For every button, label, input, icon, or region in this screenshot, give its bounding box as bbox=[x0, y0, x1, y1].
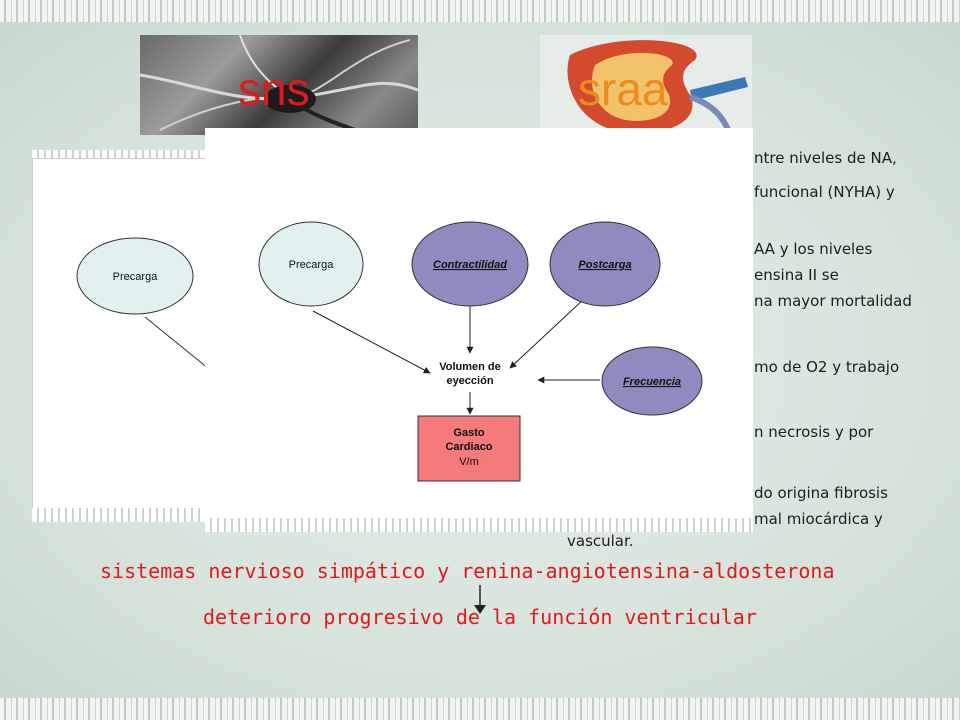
postcarga-text: Postcarga bbox=[578, 259, 631, 271]
precarga-node bbox=[258, 221, 364, 307]
ghost-arrow-line bbox=[144, 316, 210, 370]
gasto-text-line3: V/m bbox=[459, 456, 479, 468]
ghost-precarga-text: Precarga bbox=[113, 271, 159, 283]
body-text-vascular: vascular. bbox=[567, 532, 634, 550]
gasto-text-line1: Gasto bbox=[453, 427, 484, 439]
ghost-card-bottom-strip bbox=[32, 508, 232, 522]
body-line: mo de O2 y trabajo bbox=[754, 358, 900, 376]
postcarga-node bbox=[549, 221, 661, 307]
frecuencia-node bbox=[601, 346, 703, 416]
body-line: AA y los niveles bbox=[754, 240, 873, 258]
sraa-label: sraa bbox=[578, 63, 668, 115]
main-card-bottom-strip bbox=[205, 518, 753, 532]
body-line: ensina II se bbox=[754, 266, 839, 284]
gasto-cardiaco-node bbox=[417, 415, 521, 482]
arrow-down-icon bbox=[474, 585, 486, 614]
volumen-text-line2: eyección bbox=[446, 375, 493, 387]
decorative-frame-top bbox=[0, 0, 960, 22]
ghost-diagram-card: Precarga bbox=[32, 158, 234, 520]
body-line: do origina fibrosis bbox=[754, 484, 888, 502]
nerve-fibers-graphic bbox=[140, 35, 418, 135]
conclusion-line-1: sistemas nervioso simpático y renina-ang… bbox=[100, 559, 835, 583]
body-line: n necrosis y por bbox=[754, 423, 874, 441]
decorative-frame-bottom bbox=[0, 698, 960, 720]
kidney-graphic bbox=[567, 40, 748, 135]
contractilidad-node bbox=[411, 221, 529, 307]
kidney-image bbox=[540, 35, 752, 135]
cardiac-output-diagram: Precarga Contractilidad Postcarga Volume… bbox=[258, 221, 703, 482]
frecuencia-text: Frecuencia bbox=[623, 376, 681, 388]
nerve-cell-image bbox=[140, 35, 418, 135]
ghost-diagram: Precarga bbox=[76, 237, 210, 370]
edge-postcarga-volumen bbox=[509, 297, 586, 369]
edge-precarga-volumen bbox=[312, 310, 431, 374]
ghost-precarga-node bbox=[76, 237, 194, 315]
body-line: na mayor mortalidad bbox=[754, 292, 912, 310]
cardiac-output-diagram-card: Precarga Contractilidad Postcarga Volume… bbox=[205, 128, 753, 526]
precarga-text: Precarga bbox=[289, 259, 335, 271]
sns-label: sns bbox=[238, 63, 310, 115]
body-line: mal miocárdica y bbox=[754, 510, 883, 528]
gasto-text-line2: Cardiaco bbox=[445, 441, 492, 453]
contractilidad-text: Contractilidad bbox=[433, 259, 507, 271]
body-line: ntre niveles de NA, bbox=[754, 149, 897, 167]
conclusion-line-2: deterioro progresivo de la función ventr… bbox=[203, 605, 757, 629]
body-line: funcional (NYHA) y bbox=[754, 183, 895, 201]
volumen-text-line1: Volumen de bbox=[439, 361, 501, 373]
